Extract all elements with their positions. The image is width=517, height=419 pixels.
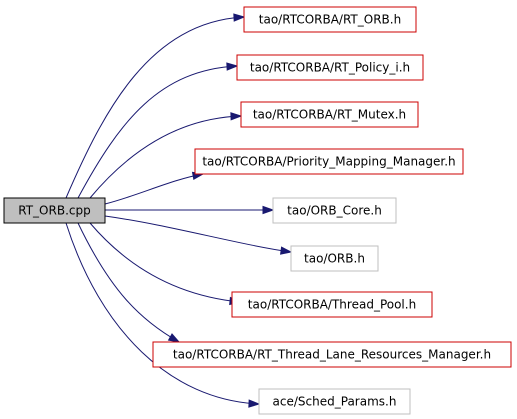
header-node-label: tao/RTCORBA/RT_Policy_i.h <box>250 61 410 75</box>
arrowhead-icon <box>167 333 181 343</box>
header-node-box <box>243 6 417 33</box>
header-node-box <box>272 197 397 224</box>
header-node-box <box>236 54 424 81</box>
header-node-tao-rtcorba-rt-orb-h[interactable]: tao/RTCORBA/RT_ORB.h <box>243 6 417 33</box>
header-nodes: RT_ORB.cpp tao/RTCORBA/RT_ORB.h tao/RTCORB… <box>3 6 512 415</box>
header-node-box <box>258 388 411 415</box>
header-node-tao-rtcorba-priority-mapping-manager-h[interactable]: tao/RTCORBA/Priority_Mapping_Manager.h <box>194 148 464 175</box>
source-file-box <box>3 197 106 224</box>
source-file-label: RT_ORB.cpp <box>18 204 90 218</box>
header-node-box <box>194 148 464 175</box>
header-node-tao-orb-h: tao/ORB.h <box>290 245 379 272</box>
header-node-label: tao/RTCORBA/RT_ORB.h <box>259 13 401 27</box>
header-node-label: tao/RTCORBA/RT_Mutex.h <box>253 108 406 122</box>
header-node-label: tao/RTCORBA/Thread_Pool.h <box>248 298 416 312</box>
header-node-box <box>240 101 419 128</box>
header-node-label: tao/RTCORBA/RT_Thread_Lane_Resources_Man… <box>173 348 491 362</box>
header-node-box <box>152 341 512 368</box>
header-node-tao-rtcorba-thread-pool-h[interactable]: tao/RTCORBA/Thread_Pool.h <box>231 291 433 318</box>
include-edge-tao-rtcorba-rt-orb-h <box>65 16 245 199</box>
header-node-label: tao/RTCORBA/Priority_Mapping_Manager.h <box>202 155 455 169</box>
include-edges <box>65 13 293 408</box>
arrowhead-icon <box>226 62 239 71</box>
include-edge-tao-rtcorba-rt-policy-i-h <box>77 65 238 199</box>
include-edge-ace-sched-params-h <box>65 222 260 405</box>
header-node-box <box>231 291 433 318</box>
include-edge-tao-rtcorba-rt-mutex-h <box>89 115 242 199</box>
include-edge-tao-rtcorba-thread-pool-h <box>89 222 241 303</box>
header-node-box <box>290 245 379 272</box>
arrowhead-icon <box>248 399 261 408</box>
header-node-label: tao/ORB.h <box>304 252 365 266</box>
header-node-tao-rtcorba-rt-policy-i-h[interactable]: tao/RTCORBA/RT_Policy_i.h <box>236 54 424 81</box>
arrowhead-icon <box>280 246 293 255</box>
source-file-node: RT_ORB.cpp <box>3 197 106 224</box>
header-node-label: ace/Sched_Params.h <box>273 395 397 409</box>
include-edge-tao-rtcorba-rt-thread-lane-resources-manager-h <box>77 222 180 343</box>
include-edge-tao-rtcorba-priority-mapping-manager-h <box>104 173 204 205</box>
header-node-label: tao/ORB_Core.h <box>287 204 382 218</box>
header-node-tao-orb-core-h: tao/ORB_Core.h <box>272 197 397 224</box>
arrowhead-icon <box>230 112 243 121</box>
arrowhead-icon <box>233 13 246 22</box>
header-node-tao-rtcorba-rt-mutex-h[interactable]: tao/RTCORBA/RT_Mutex.h <box>240 101 419 128</box>
header-node-ace-sched-params-h: ace/Sched_Params.h <box>258 388 411 415</box>
include-edge-tao-orb-h <box>104 215 292 253</box>
arrowhead-icon <box>262 205 275 215</box>
header-node-tao-rtcorba-rt-thread-lane-resources-manager-h[interactable]: tao/RTCORBA/RT_Thread_Lane_Resources_Man… <box>152 341 512 368</box>
